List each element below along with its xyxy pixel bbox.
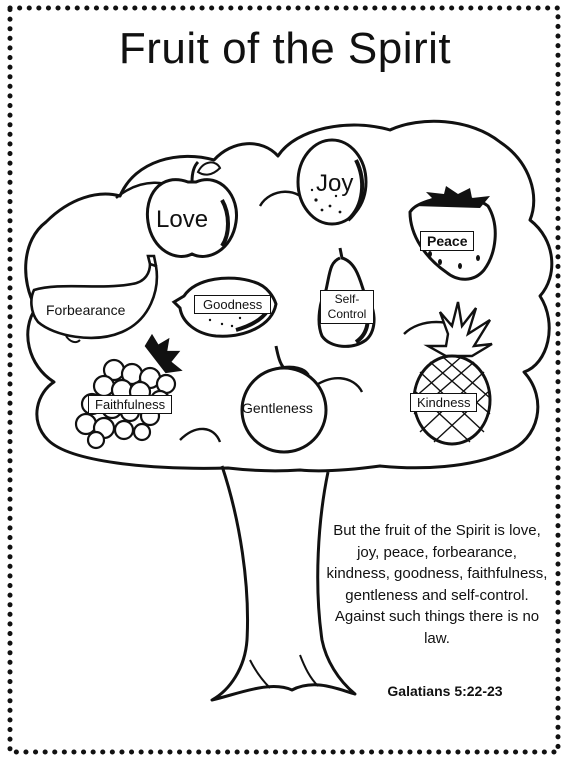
grapes-icon xyxy=(74,333,183,450)
canopy-inner-curls xyxy=(115,181,471,443)
verse-text: But the fruit of the Spirit is love, joy… xyxy=(326,522,548,647)
mangosteen-icon xyxy=(240,345,328,454)
label-forbearance: Forbearance xyxy=(46,302,126,318)
label-peace: Peace xyxy=(420,231,475,251)
label-joy: Joy xyxy=(316,170,354,197)
apple-icon xyxy=(145,160,238,258)
banana-icon xyxy=(30,254,159,344)
label-love: Love xyxy=(156,206,209,233)
label-faithfulness: Faithfulness xyxy=(88,395,173,414)
dotted-border xyxy=(7,5,561,755)
label-self-control: Self-Control xyxy=(320,290,374,324)
tree-canopy xyxy=(24,119,554,473)
page-title: Fruit of the Spirit xyxy=(118,24,452,73)
label-goodness: Goodness xyxy=(194,295,272,314)
label-kindness: Kindness xyxy=(410,393,478,412)
trunk-root-lines xyxy=(249,654,319,689)
verse-reference: Galatians 5:22-23 xyxy=(387,683,503,699)
label-gentleness: Gentleness xyxy=(242,400,313,416)
orange-icon xyxy=(296,138,368,226)
tree-trunk xyxy=(210,465,357,702)
